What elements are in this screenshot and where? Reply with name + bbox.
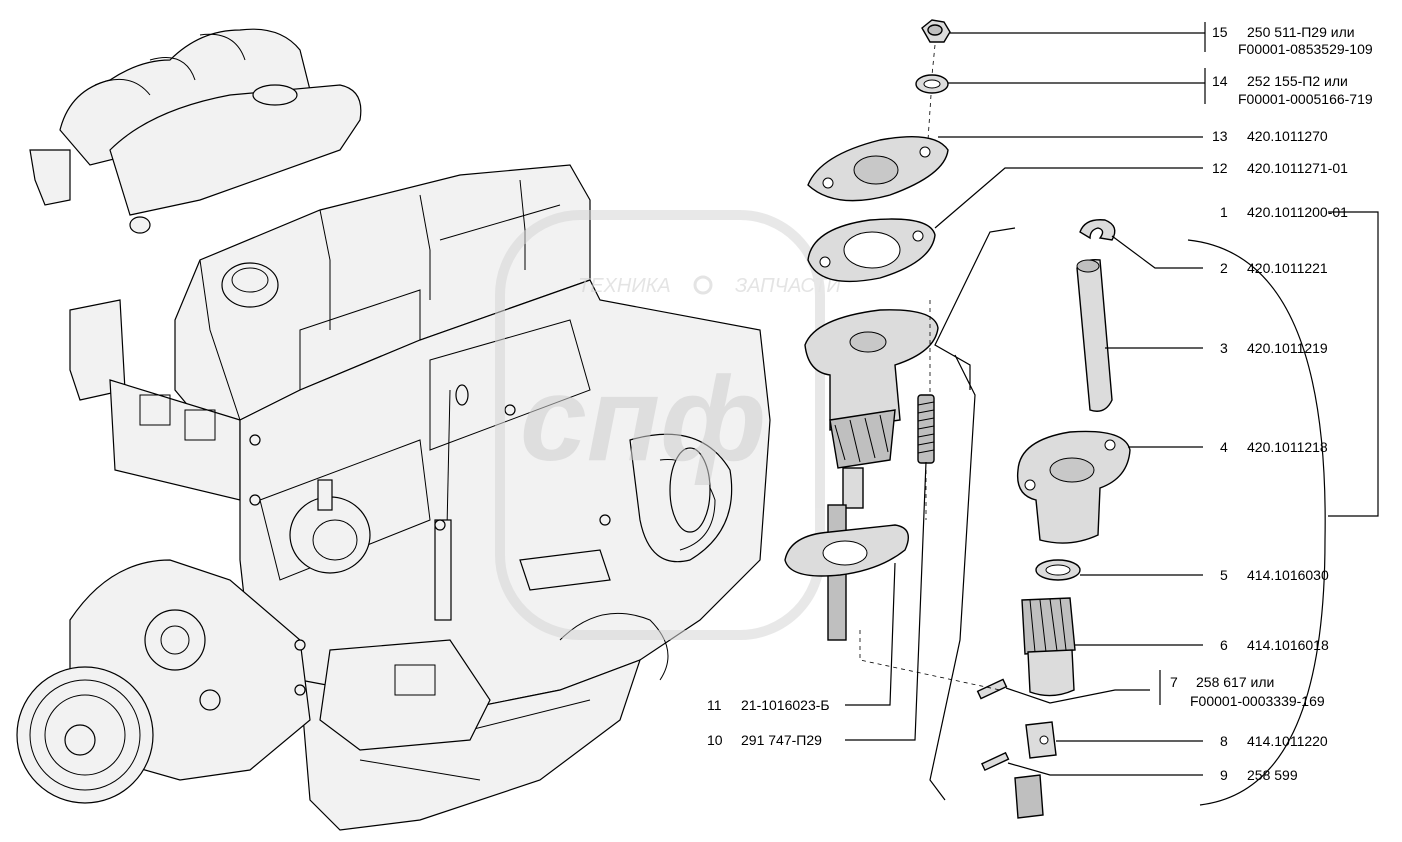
watermark-left-text: ТЕХНИКА [578, 275, 671, 297]
callout-13-num: 13 [1212, 128, 1228, 144]
callout-9-num: 9 [1220, 767, 1228, 783]
callout-14-code-1: 252 155-П2 или [1247, 73, 1348, 89]
callout-14-num: 14 [1212, 73, 1228, 89]
callout-labels: 15 250 511-П29 или F00001-0853529-109 14… [707, 24, 1373, 783]
callout-12-num: 12 [1212, 160, 1228, 176]
callout-7-num: 7 [1170, 674, 1178, 690]
part-1-drive-assembly [804, 309, 939, 431]
watermark-logo: спф [520, 352, 766, 486]
callout-7-code-1: 258 617 или [1196, 674, 1274, 690]
callout-11-num: 11 [707, 697, 722, 713]
callout-9-code: 258 599 [1247, 767, 1298, 783]
callout-4-code: 420.1011218 [1247, 439, 1328, 455]
watermark-right-text: ЗАПЧАСТИ [735, 275, 841, 297]
callout-15-code-1: 250 511-П29 или [1247, 24, 1355, 40]
callout-14-code-2: F00001-0005166-719 [1238, 91, 1373, 107]
part-3-shaft [1076, 258, 1113, 412]
callout-7-code-2: F00001-0003339-169 [1190, 693, 1325, 709]
exploded-parts [784, 19, 1131, 819]
callout-1-code: 420.1011200-01 [1247, 204, 1348, 220]
callout-8-code: 414.1011220 [1247, 733, 1328, 749]
part-2-clip [1079, 219, 1116, 241]
callout-15-code-2: F00001-0853529-109 [1238, 41, 1373, 57]
callout-10-num: 10 [707, 732, 723, 748]
callout-8-num: 8 [1220, 733, 1228, 749]
callout-6-code: 414.1016018 [1247, 637, 1329, 653]
callout-11-code: 21-1016023-Б [741, 697, 830, 713]
part-7-pin [976, 678, 1008, 700]
callout-10-code: 291 747-П29 [741, 732, 822, 748]
leader-lines [845, 22, 1379, 806]
callout-2-num: 2 [1220, 260, 1228, 276]
watermark: ТЕХНИКА ЗАПЧАСТИ спф [495, 210, 841, 640]
callout-5-num: 5 [1220, 567, 1228, 583]
part-4-housing [1016, 430, 1131, 544]
callout-3-code: 420.1011219 [1247, 340, 1328, 356]
callout-2-code: 420.1011221 [1247, 260, 1328, 276]
engine-assembly-drawing [16, 28, 771, 831]
callout-13-code: 420.1011270 [1247, 128, 1328, 144]
callout-3-num: 3 [1220, 340, 1228, 356]
gear-icon [693, 275, 713, 295]
callout-1-num: 1 [1220, 204, 1228, 220]
callout-15-num: 15 [1212, 24, 1228, 40]
callout-5-code: 414.1016030 [1247, 567, 1329, 583]
callout-4-num: 4 [1220, 439, 1228, 455]
callout-6-num: 6 [1220, 637, 1228, 653]
part-6-gear [1021, 597, 1076, 655]
part-9-pin [981, 751, 1010, 772]
callout-12-code: 420.1011271-01 [1247, 160, 1348, 176]
